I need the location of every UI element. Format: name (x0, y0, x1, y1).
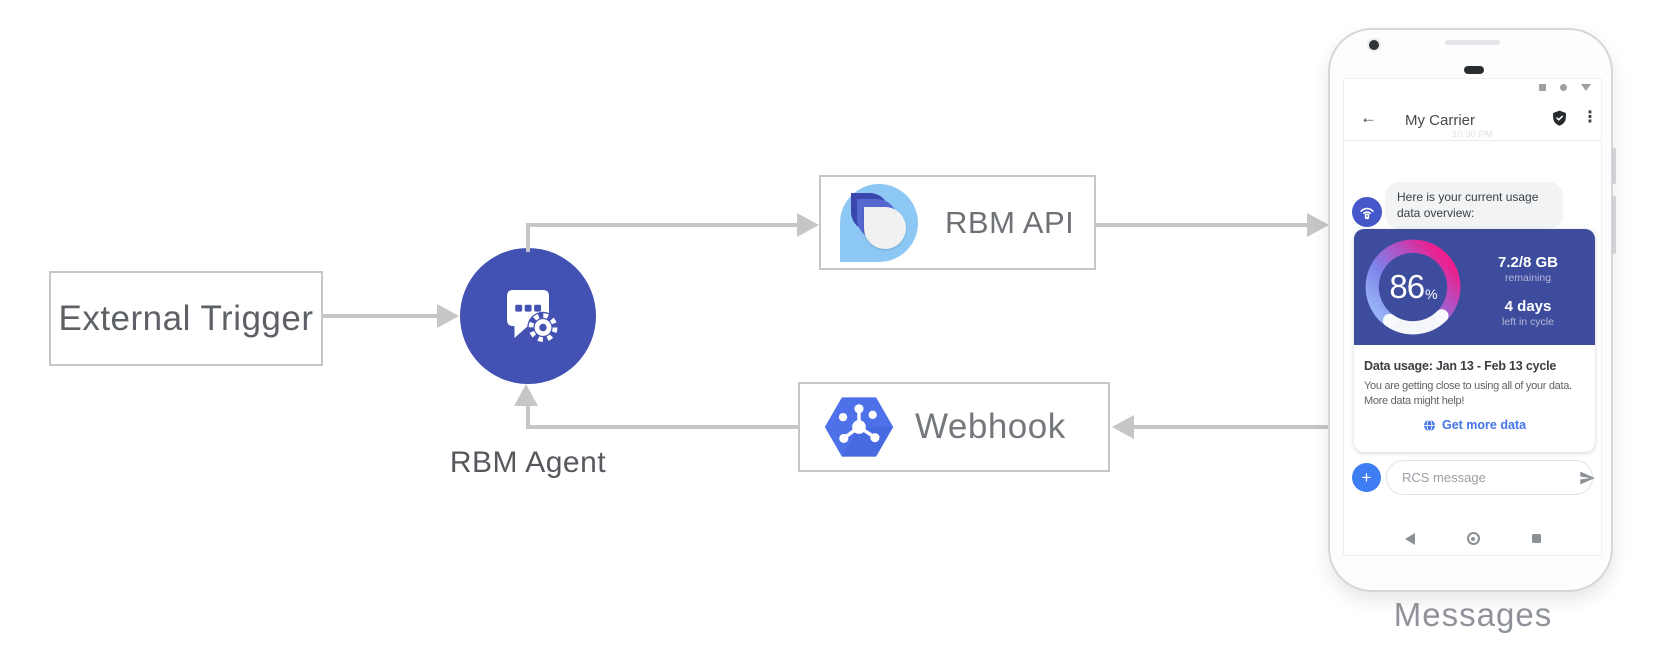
arrow-phone-to-webhook-line (1134, 425, 1333, 429)
webhook-node: Webhook (798, 382, 1110, 472)
add-attachment-button[interactable]: + (1352, 463, 1381, 492)
webhook-hexagon-icon (821, 387, 897, 467)
rbm-agent-label: RBM Agent (449, 446, 607, 479)
data-remaining-caption: remaining (1504, 272, 1552, 284)
days-left-value: 4 days (1504, 298, 1552, 315)
globe-icon (1423, 419, 1436, 432)
antenna-icon (1357, 202, 1377, 222)
arrow-agent-to-api-line (526, 223, 797, 227)
nav-home-icon[interactable] (1466, 532, 1480, 545)
rbm-agent-node (460, 248, 596, 384)
phone-mockup: ← My Carrier ⋮ 10:30 PM (1328, 28, 1616, 592)
arrow-agent-to-api-head (797, 213, 819, 237)
usage-stats: 7.2/8 GB remaining 4 days left in cycle (1466, 229, 1590, 345)
usage-card-text: You are getting close to using all of yo… (1364, 380, 1572, 407)
nav-back-icon[interactable] (1404, 532, 1415, 545)
rcs-message-input[interactable] (1402, 470, 1578, 485)
phone-screen: ← My Carrier ⋮ 10:30 PM (1344, 79, 1601, 555)
arrow-webhook-to-agent-head (514, 384, 538, 406)
earpiece-speaker (1445, 40, 1500, 45)
arrow-agent-to-api-vline (526, 223, 530, 252)
header-divider (1344, 140, 1601, 141)
webhook-label: Webhook (915, 407, 1066, 446)
volume-button (1612, 196, 1616, 254)
external-trigger-node: External Trigger (49, 271, 323, 366)
arrow-trigger-to-agent-line (323, 314, 439, 318)
rbm-api-icon (840, 183, 918, 262)
send-icon[interactable] (1578, 469, 1596, 487)
arrow-phone-to-webhook-head (1112, 415, 1134, 439)
back-arrow-icon[interactable]: ← (1360, 108, 1377, 127)
get-more-data-label: Get more data (1441, 418, 1527, 432)
chat-bubble-gear-icon (492, 278, 564, 355)
speaker-grill (1464, 66, 1484, 74)
status-bar (1539, 84, 1591, 91)
usage-gauge: 86% (1362, 236, 1464, 338)
faint-timestamp: 10:30 PM (1452, 129, 1493, 140)
external-trigger-label: External Trigger (58, 298, 314, 338)
usage-card-body: Data usage: Jan 13 - Feb 13 cycle You ar… (1354, 345, 1595, 432)
message-compose-bar (1386, 460, 1596, 495)
arrow-api-to-phone-line (1096, 223, 1307, 227)
overflow-menu-icon[interactable]: ⋮ (1582, 109, 1598, 126)
verified-shield-icon (1551, 109, 1568, 132)
data-remaining-value: 7.2/8 GB (1497, 254, 1559, 271)
android-navbar (1344, 532, 1601, 545)
usage-card-header: 86% 7.2/8 GB remaining 4 days left in cy… (1354, 229, 1595, 345)
usage-card-title: Data usage: Jan 13 - Feb 13 cycle (1364, 359, 1557, 373)
front-camera (1369, 40, 1379, 50)
agent-avatar (1352, 197, 1382, 227)
status-square-icon (1539, 84, 1546, 91)
conversation-title: My Carrier (1405, 112, 1475, 129)
gauge-percent: 86% (1389, 268, 1438, 305)
chat-bubble: Here is your current usage data overview… (1385, 182, 1563, 229)
arrow-trigger-to-agent-head (437, 304, 459, 328)
arrow-webhook-to-agent-line (526, 425, 798, 429)
arrow-webhook-to-agent-vline (526, 404, 530, 429)
days-left-caption: left in cycle (1502, 316, 1554, 328)
status-circle-icon (1560, 84, 1567, 91)
get-more-data-button[interactable]: Get more data (1364, 418, 1585, 432)
power-button (1612, 148, 1616, 184)
rbm-api-node: RBM API (819, 175, 1096, 270)
usage-card: 86% 7.2/8 GB remaining 4 days left in cy… (1354, 229, 1595, 452)
messages-caption: Messages (1393, 596, 1553, 633)
nav-recents-icon[interactable] (1531, 534, 1541, 543)
arrow-api-to-phone-head (1307, 213, 1329, 237)
status-triangle-icon (1581, 84, 1591, 91)
rbm-api-label: RBM API (945, 204, 1075, 240)
